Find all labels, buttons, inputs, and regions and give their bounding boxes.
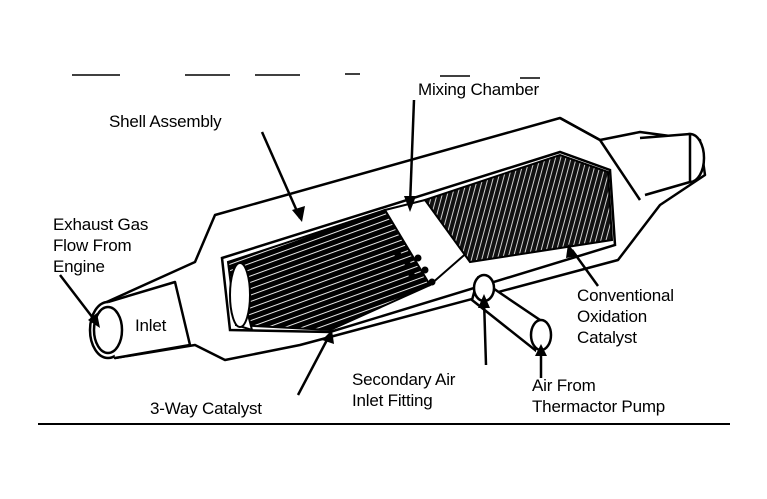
leader-mixing-chamber — [408, 99, 416, 206]
top-scan-line — [72, 73, 540, 79]
label-secondary-air-inlet-fitting: Secondary Air Inlet Fitting — [352, 370, 456, 410]
label-three-way-catalyst: 3-Way Catalyst — [150, 399, 262, 418]
leader-shell-assembly — [260, 131, 302, 219]
air-inlet-tube — [470, 273, 553, 353]
oxidation-catalyst-brick — [423, 153, 614, 264]
label-exhaust-gas-flow: Exhaust Gas Flow From Engine — [53, 215, 149, 276]
leader-secondary-air — [482, 299, 488, 366]
label-mixing-chamber: Mixing Chamber — [418, 80, 539, 99]
label-inlet: Inlet — [135, 316, 167, 335]
label-conventional-oxidation-catalyst: Conventional Oxidation Catalyst — [577, 286, 674, 347]
leader-arrowheads — [88, 196, 578, 356]
bottom-rule — [38, 423, 730, 425]
label-air-from-thermactor-pump: Air From Thermactor Pump — [532, 376, 666, 416]
three-way-catalyst-brick — [226, 208, 432, 332]
leader-three-way-catalyst — [296, 337, 330, 396]
leader-exhaust-gas — [59, 274, 97, 323]
label-shell-assembly: Shell Assembly — [109, 112, 222, 131]
shell-cutaway — [220, 116, 642, 334]
